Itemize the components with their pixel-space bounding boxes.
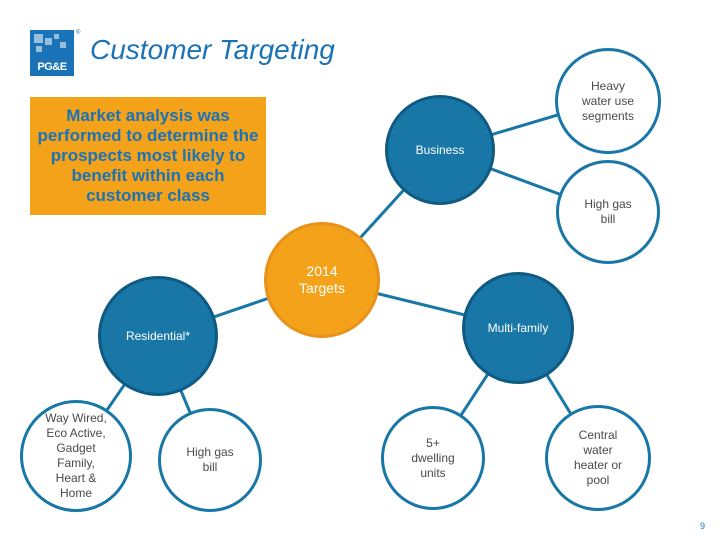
pge-logo: PG&E: [30, 30, 74, 76]
node-residential: Residential*: [98, 276, 218, 396]
node-high-gas-bill-residential: High gas bill: [158, 408, 262, 512]
node-heavy-water-use: Heavy water use segments: [555, 48, 661, 154]
logo-text: PG&E: [37, 61, 67, 73]
slide-title: Customer Targeting: [90, 34, 335, 65]
node-2014-targets: 2014 Targets: [264, 222, 380, 338]
node-business: Business: [385, 95, 495, 205]
callout-text: Market analysis was performed to determi…: [37, 106, 259, 205]
node-high-gas-bill-business: High gas bill: [556, 160, 660, 264]
page-number: 9: [700, 521, 706, 531]
logo-trademark: ®: [76, 30, 81, 36]
node-multi-family: Multi-family: [462, 272, 574, 384]
node-central-water-heater: Central water heater or pool: [545, 405, 651, 511]
callout-box: Market analysis was performed to determi…: [30, 97, 266, 215]
node-dwelling-units: 5+ dwelling units: [381, 406, 485, 510]
node-way-wired-segments: Way Wired, Eco Active, Gadget Family, He…: [20, 400, 132, 512]
